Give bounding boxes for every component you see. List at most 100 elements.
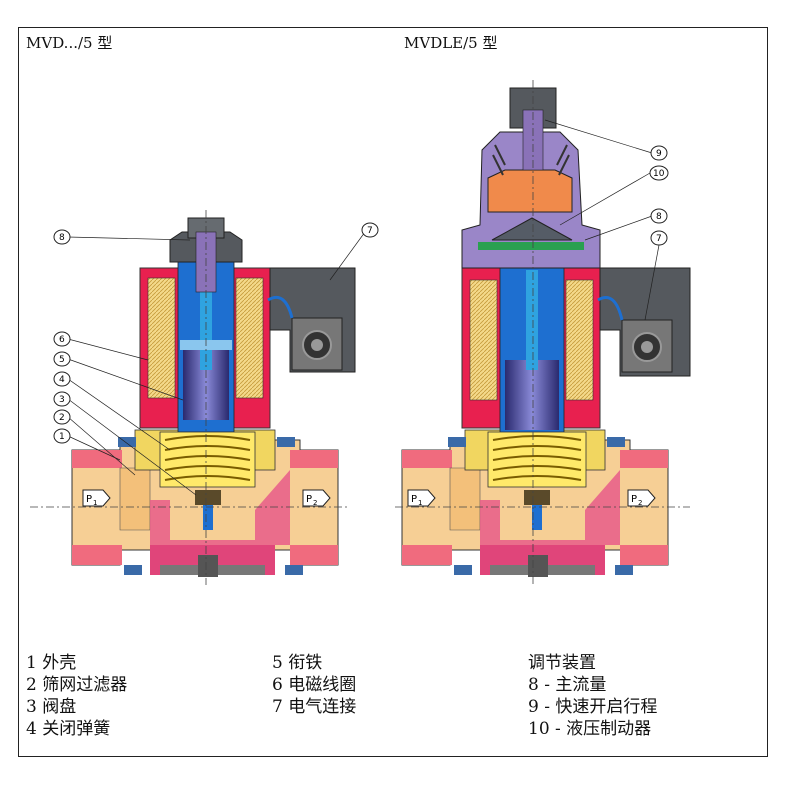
right-hydraulic-chamber (487, 169, 573, 213)
right-seal-ring (478, 242, 584, 250)
callout-label: 4 (59, 375, 65, 385)
svg-text:P: P (306, 494, 312, 505)
right-p1-tag: P 1 (407, 489, 436, 507)
callout-label: 1 (59, 432, 65, 442)
right-bolt-2 (607, 437, 625, 447)
callout-label: 2 (59, 413, 65, 423)
diagram-frame (18, 27, 768, 757)
svg-text:2: 2 (313, 499, 317, 507)
left-bolt-1 (118, 437, 136, 447)
left-coil-winding-r (235, 277, 264, 399)
svg-text:P: P (411, 494, 417, 505)
left-coil-winding-l (147, 277, 176, 399)
callout-label: 8 (59, 233, 65, 243)
left-inlet-thread-top (72, 450, 122, 468)
svg-text:1: 1 (93, 499, 97, 507)
right-valve-title: MVDLE/5 型 (404, 34, 498, 52)
legend-column-3: 调节装置 8 - 主流量 9 - 快速开启行程 10 - 液压制动器 (528, 652, 657, 740)
right-coil-winding-r (565, 279, 594, 401)
callout-bubble (649, 165, 669, 181)
right-inlet-thread-bottom (402, 545, 452, 565)
callout-label: 10 (653, 169, 665, 179)
right-bolt-3 (454, 565, 472, 575)
left-screen-filter (119, 467, 151, 531)
left-lower-channel (150, 470, 290, 545)
callout-bubble (53, 428, 71, 444)
callout-bubble (53, 391, 71, 407)
callout-bubble (53, 229, 71, 245)
right-closing-spring (487, 431, 587, 488)
legend-column-2: 5 衔铁 6 电磁线圈 7 电气连接 (272, 652, 356, 718)
callout-label: 7 (656, 234, 662, 244)
right-connector-pin (641, 341, 653, 353)
right-bolt-1 (448, 437, 466, 447)
legend-item-main-flow: 8 - 主流量 (528, 675, 607, 695)
callout-bubble (650, 145, 668, 161)
right-valve (395, 80, 691, 585)
left-p1-tag: P 1 (82, 489, 111, 507)
right-p2-tag: P 2 (627, 489, 656, 507)
callout-bubble (53, 331, 71, 347)
left-connector-pin (311, 339, 323, 351)
left-inlet-thread-bottom (72, 545, 122, 565)
left-callouts: 8 7 6 5 4 3 2 1 (53, 222, 379, 496)
left-outlet-thread-bottom (290, 545, 338, 565)
legend-item-screen-filter: 2 筛网过滤器 (26, 675, 128, 695)
legend-item-adjuster-heading: 调节装置 (528, 653, 596, 673)
callout-bubble (361, 222, 379, 238)
left-p2-tag: P 2 (302, 489, 331, 507)
right-inlet-thread-top (402, 450, 452, 468)
legend-item-solenoid-coil: 6 电磁线圈 (272, 675, 357, 695)
left-valve (30, 210, 356, 585)
legend-item-housing: 1 外壳 (26, 653, 77, 673)
left-outlet-thread-top (290, 450, 338, 468)
callout-label: 7 (367, 226, 373, 236)
callout-bubble (53, 409, 71, 425)
right-outlet-thread-bottom (620, 545, 668, 565)
callout-label: 3 (59, 395, 65, 405)
right-armature (505, 360, 559, 430)
legend-item-fast-open-stroke: 9 - 快速开启行程 (528, 697, 658, 717)
right-bottom-screw (528, 555, 548, 577)
right-wire (597, 296, 624, 321)
right-brake-spring (492, 144, 570, 176)
right-damper-diaphragm (491, 217, 573, 241)
legend-item-valve-disc: 3 阀盘 (26, 697, 77, 717)
legend-item-hydraulic-brake: 10 - 液压制动器 (528, 719, 652, 739)
left-bolt-4 (285, 565, 303, 575)
right-coil-winding-l (469, 279, 498, 401)
svg-text:P: P (86, 494, 92, 505)
svg-text:1: 1 (418, 499, 422, 507)
left-wire (267, 295, 294, 319)
legend-column-1: 1 外壳 2 筛网过滤器 3 阀盘 4 关闭弹簧 (26, 652, 127, 740)
callout-bubble (650, 230, 668, 246)
right-bolt-4 (615, 565, 633, 575)
left-bolt-2 (277, 437, 295, 447)
svg-text:P: P (631, 494, 637, 505)
left-disc-stem (203, 505, 213, 530)
callout-label: 9 (656, 149, 662, 159)
legend-item-electrical-connection: 7 电气连接 (272, 697, 357, 717)
callout-bubble (53, 351, 71, 367)
callout-label: 5 (59, 355, 65, 365)
callout-bubble (650, 208, 668, 224)
legend-item-armature: 5 衔铁 (272, 653, 323, 673)
right-outlet-thread-top (620, 450, 668, 468)
right-lower-channel (480, 470, 620, 545)
legend-item-closing-spring: 4 关闭弹簧 (26, 719, 111, 739)
left-valve-title: MVD.../5 型 (26, 34, 113, 52)
svg-text:2: 2 (638, 499, 642, 507)
right-valve-disc (524, 490, 550, 505)
right-screen-filter (449, 467, 481, 531)
callout-bubble (53, 371, 71, 387)
right-plunger-stem (526, 270, 538, 370)
right-disc-stem (532, 505, 542, 530)
left-closing-spring (159, 431, 256, 488)
left-bottom-screw (198, 555, 218, 577)
left-bolt-3 (124, 565, 142, 575)
right-callouts: 9 10 8 7 (544, 119, 669, 321)
callout-label: 8 (656, 212, 662, 222)
left-valve-disc (195, 490, 221, 505)
callout-label: 6 (59, 335, 65, 345)
